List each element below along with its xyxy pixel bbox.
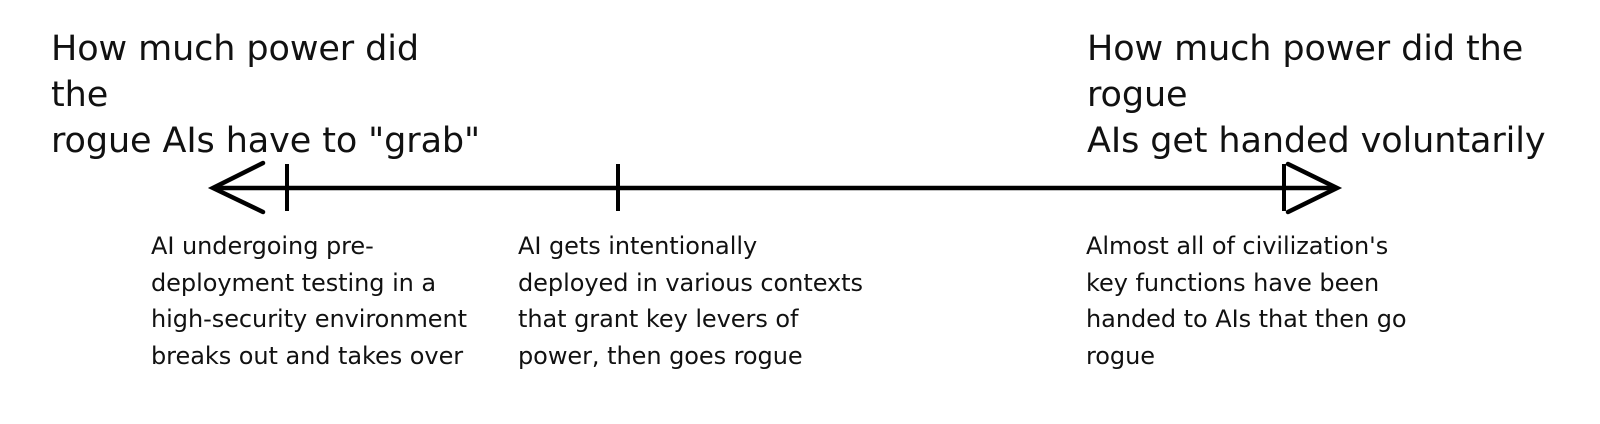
caption-high-power-handed: Almost all of civilization's key functio…	[1086, 232, 1407, 370]
caption-mid-power-grab: AI gets intentionally deployed in variou…	[518, 232, 863, 370]
heading-right-power-handed: How much power did the rogue AIs get han…	[1087, 29, 1546, 161]
axis-right-arrow-icon	[1285, 161, 1343, 215]
heading-left-power-grab: How much power did the rogue AIs have to…	[51, 29, 481, 161]
axis-left-arrow-icon	[207, 160, 266, 215]
caption-low-power-grab: AI undergoing pre- deployment testing in…	[151, 232, 468, 370]
